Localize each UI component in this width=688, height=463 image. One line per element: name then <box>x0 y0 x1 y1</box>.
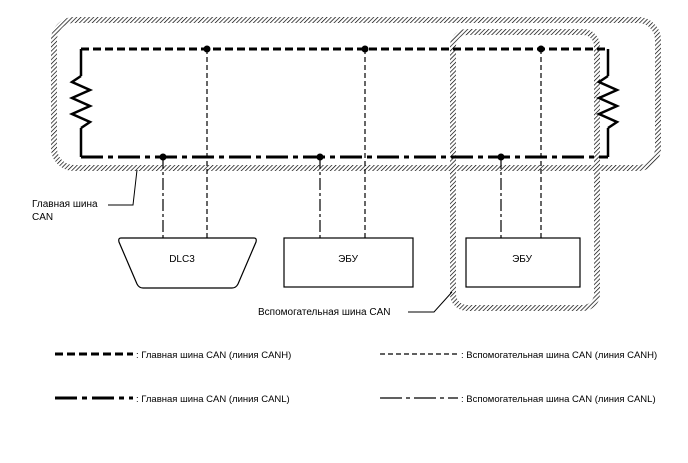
sub-bus-callout-leader <box>408 291 453 313</box>
junction-dots <box>159 45 545 161</box>
legend-main-canl-text: : Главная шина CAN (линия CANL) <box>136 394 290 405</box>
sub-bus-lines <box>162 49 542 240</box>
ecu-1-label: ЭБУ <box>338 254 359 265</box>
ecu-box-2 <box>465 237 581 288</box>
sub-bus-enclosure <box>450 29 600 311</box>
dlc3-connector <box>118 237 257 289</box>
main-bus-label-line2: CAN <box>32 212 53 223</box>
right-terminating-resistor <box>595 49 621 157</box>
ecu-2-label: ЭБУ <box>512 254 533 265</box>
main-bus-enclosure <box>51 17 661 171</box>
dlc3-label: DLC3 <box>169 254 195 265</box>
main-bus-label-line1: Главная шина <box>32 199 98 210</box>
legend-sub-canh-text: : Вспомогательная шина CAN (линия CANH) <box>461 350 657 361</box>
legend-main-canh-text: : Главная шина CAN (линия CANH) <box>136 350 291 361</box>
main-bus-callout-leader <box>108 169 138 206</box>
legend: : Главная шина CAN (линия CANH) : Главна… <box>55 350 657 405</box>
ecu-box-1 <box>283 237 414 288</box>
legend-sub-canl-text: : Вспомогательная шина CAN (линия CANL) <box>461 394 656 405</box>
left-terminating-resistor <box>68 49 94 157</box>
sub-bus-label: Вспомогательная шина CAN <box>258 307 390 318</box>
